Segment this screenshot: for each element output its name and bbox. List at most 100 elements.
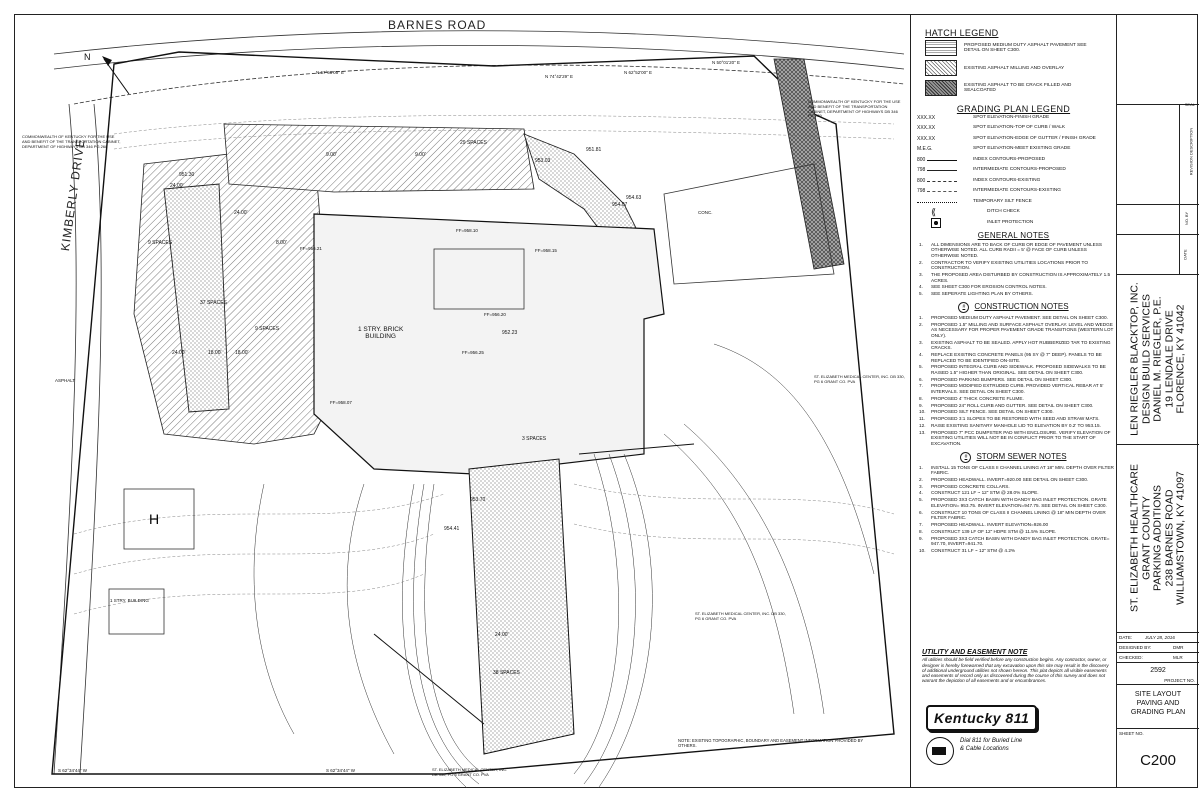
note-item: 1.PROPOSED MEDIUM DUTY ASPHALT PAVEMENT.…: [919, 314, 1108, 320]
dimension: 24.00': [495, 632, 509, 638]
designed-row: DESIGNED BY: DMR: [1117, 642, 1199, 653]
note-item: 3.THE PROPOSED AREA DISTURBED BY CONSTRU…: [919, 272, 1111, 283]
note-item: 4.SEE SHEET C300 FOR EROSION CONTROL NOT…: [919, 284, 1047, 290]
spot-elevation: 954.63: [626, 195, 642, 201]
adjoining-owner-south: ST. ELIZABETH MEDICAL CENTER, INC. DB 33…: [695, 611, 786, 621]
general-notes-title: GENERAL NOTES: [977, 231, 1050, 241]
dimension: 8.00': [276, 240, 287, 246]
east-parking-lot: [663, 163, 835, 285]
grading-legend-row: 800 INDEX CONTOURS-PROPOSED: [917, 156, 1046, 163]
adjoining-owner-east: ST. ELIZABETH MEDICAL CENTER, INC. DB 33…: [814, 374, 905, 384]
spot-elevation: 951.81: [586, 147, 602, 153]
hatch-medium-duty-swatch: [925, 40, 957, 57]
note-item: 9.PROPOSED 24" ROLL CURB AND GUTTER. SEE…: [919, 402, 1094, 408]
grading-legend-row: TEMPORARY SILT FENCE: [917, 197, 1116, 208]
adjoining-owner-bottom: ST. ELIZABETH MEDICAL CENTER, INC. DB 33…: [432, 767, 508, 777]
excavator-icon: [926, 737, 954, 765]
proposed-pavement-west: [163, 183, 230, 413]
project-no-row: 2592 PROJECT NO.: [1117, 662, 1199, 685]
note-item: 4.CONSTRUCT 121 LF ~ 12" STM @ 28.0% SLO…: [919, 490, 1039, 496]
hatch-item: EXISTING ASPHALT TO BE CRACK FILLED AND …: [925, 80, 1116, 97]
project-block: ST. ELIZABETH HEALTHCARE GRANT COUNTY PA…: [1128, 463, 1187, 613]
note-item: 2.CONTRACTOR TO VERIFY EXISTING UTILITIE…: [919, 259, 1088, 271]
barnes-road-edges: [53, 30, 905, 105]
bearing: S 62°34'44" W: [58, 768, 88, 773]
spot-elevation: 951.30: [179, 172, 195, 178]
north-parking-lot: [223, 123, 535, 193]
grading-legend-row: M.E.G.SPOT ELEVATION-MEET EXISTING GRADE: [917, 146, 1071, 153]
spot-elevation: 952.23: [502, 330, 518, 336]
note-item: 5.PROPOSED INTEGRAL CURB AND SIDEWALK. P…: [919, 364, 1106, 375]
small-building: [108, 588, 165, 635]
construction-notes-list: 1.PROPOSED MEDIUM DUTY ASPHALT PAVEMENT.…: [919, 315, 1116, 447]
kentucky-811-logo: Kentucky 811 Dial 811 for Buried Line & …: [926, 705, 1046, 785]
note-item: 9.PROPOSED 3X3 CATCH BASIN WITH DANDY BA…: [919, 535, 1110, 547]
finish-floor: FF=958.15: [535, 248, 557, 253]
spaces-29: 29 SPACES: [460, 140, 487, 146]
general-notes-list: 1.ALL DIMENSIONS ARE TO BACK OF CURB OR …: [919, 242, 1116, 297]
dimension: 18.00': [208, 350, 222, 356]
rev-by-header: BY: [1184, 211, 1190, 218]
helipad: [123, 488, 195, 550]
date-row: DATE: JULY 28, 2016: [1117, 632, 1199, 643]
hatch-item: EXISTING ASPHALT MILLING AND OVERLAY: [925, 60, 1116, 77]
bearing: N 67°58'05" E: [316, 70, 345, 75]
kimberly-drive-edges: [53, 103, 102, 775]
note-item: 10.CONSTRUCT 31 LF ~ 12" STM @ 4.2%: [919, 547, 1016, 553]
finish-floor: FF=956.20: [484, 312, 506, 317]
bearing: N 50°01'20" E: [712, 60, 741, 65]
storm-sewer-notes-list: 1.INSTALL 15 TONS OF CLASS II CHANNEL LI…: [919, 465, 1116, 554]
sheet-title: SITE LAYOUT PAVING AND GRADING PLAN: [1117, 684, 1199, 729]
spaces-38: 38 SPACES: [493, 670, 520, 676]
inlet-protection-icon: [931, 218, 941, 229]
dimension: 9.00': [326, 152, 337, 158]
construction-notes-title: #CONSTRUCTION NOTES: [911, 301, 1116, 313]
finish-floor: FF=958.10: [456, 228, 478, 233]
sheet-number: C200: [1140, 752, 1176, 769]
checked-row: CHECKED: MLR: [1117, 652, 1199, 663]
sheet-number-box: SHEET NO.: [1117, 728, 1199, 789]
note-item: 7.PROPOSED MODIFIED EXTRUDED CURB. PROVI…: [919, 383, 1104, 395]
note-item: 11.PROPOSED 3:1 SLOPES TO BE RESTORED WI…: [919, 416, 1100, 422]
note-item: 12.RAISE EXISTING SANITARY MANHOLE LID T…: [919, 422, 1101, 428]
finish-floor: FF=956.25: [462, 350, 484, 355]
finish-floor: FF=958.07: [330, 400, 352, 405]
note-item: 1.ALL DIMENSIONS ARE TO BACK OF CURB OR …: [919, 241, 1103, 258]
bearing: N 74°42'29" E: [545, 74, 574, 79]
crack-seal-strip: [773, 58, 845, 270]
row-owner-right: COMMONWEALTH OF KENTUCKY FOR THE USE AND…: [808, 99, 901, 119]
hatch-milling-swatch: [925, 60, 957, 77]
grading-legend-row: 800 INDEX CONTOURS-EXISTING: [917, 177, 1041, 184]
spot-elevation: 953.03: [535, 158, 551, 164]
rev-desc-header: REVISION DESCRIPTION: [1188, 127, 1194, 176]
note-item: 6.PROPOSED PARKING BUMPERS. SEE DETAIL O…: [919, 376, 1073, 382]
grading-legend-title: GRADING PLAN LEGEND: [956, 104, 1071, 115]
spaces-9a: 9 SPACES: [148, 240, 173, 246]
note-item: 13.PROPOSED 7" PCC DUMPSTER PAD WITH ENC…: [919, 429, 1111, 446]
rev-no-header: NO.: [1184, 217, 1190, 226]
dimension: 24.00': [170, 183, 184, 189]
note-item: 2.PROPOSED 1.5" MILLING AND SURFACE ASPH…: [919, 321, 1114, 338]
utility-easement-note: UTILITY AND EASEMENT NOTE All utilities …: [922, 649, 1109, 684]
spaces-37: 37 SPACES: [200, 300, 227, 306]
kentucky-811-line1: Dial 811 for Buried Line: [960, 738, 1023, 744]
finish-floor: FF=956.21: [300, 246, 322, 251]
conc-label: CONC.: [698, 210, 713, 215]
note-item: 4.REPLACE EXISTING CONCRETE PANELS (95 S…: [919, 351, 1102, 363]
drawing-sheet-border: [14, 14, 1198, 788]
note-item: 3.PROPOSED CONCRETE COLLARS.: [919, 483, 1010, 489]
asphalt-label: ASPHALT: [55, 378, 76, 383]
hatch-crack-seal-swatch: [925, 80, 957, 97]
kentucky-811-line2: & Cable Locations: [960, 746, 1009, 752]
bearing: N 62°52'00" E: [624, 70, 653, 75]
site-plan: H: [51, 30, 905, 788]
grading-legend-row: ⟪DITCH CHECK: [917, 207, 1116, 218]
barnes-road-label: BARNES ROAD: [388, 18, 487, 32]
existing-contours: [73, 115, 895, 615]
storm-pipe: [578, 443, 695, 455]
bearing: S 62°34'44" W: [326, 768, 356, 773]
